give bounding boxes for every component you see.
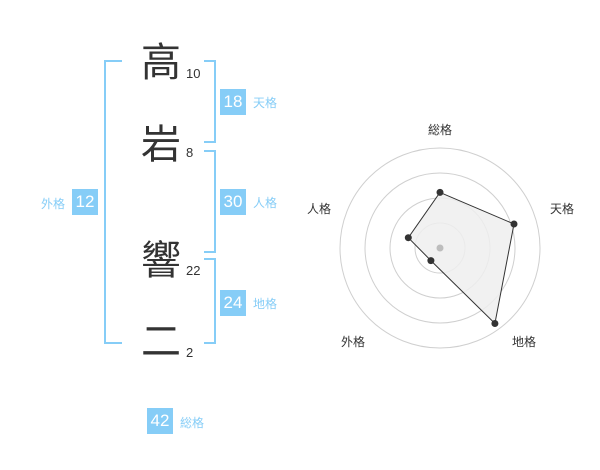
gaikaku-bracket	[104, 60, 122, 344]
chikaku-value-badge: 24	[220, 290, 246, 316]
radar-point-3	[491, 320, 499, 327]
gaikaku-label: 外格	[41, 197, 66, 211]
chikaku-label: 地格	[253, 297, 278, 311]
stroke-count-2: 8	[186, 145, 194, 160]
stroke-count-3: 22	[186, 263, 201, 278]
radar-point-1	[436, 188, 444, 196]
gaikaku-value-badge: 12	[72, 189, 98, 215]
name-char-1: 高	[141, 40, 181, 86]
name-char-4: 二	[141, 319, 181, 365]
radar-center-dot	[436, 244, 444, 252]
radar-grid-ring-4	[339, 147, 541, 349]
radar-axis-label-gaikaku: 外格	[341, 335, 366, 349]
name-char-3: 響	[141, 238, 181, 284]
stroke-count-4: 2	[186, 345, 194, 360]
radar-axis-label-soukaku: 総格	[428, 123, 453, 137]
chikaku-bracket	[204, 258, 216, 344]
radar-axis-label-tenkaku: 天格	[550, 202, 575, 216]
radar-point-4	[427, 257, 435, 265]
radar-series-area	[407, 191, 515, 325]
radar-grid-ring-3	[364, 172, 516, 324]
jinkaku-value-badge: 30	[220, 189, 246, 215]
jinkaku-bracket	[204, 150, 216, 253]
radar-point-2	[510, 220, 518, 228]
name-char-2: 岩	[141, 122, 181, 168]
tenkaku-bracket	[204, 60, 216, 143]
stroke-count-1: 10	[186, 66, 201, 81]
jinkaku-label: 人格	[253, 196, 278, 210]
radar-point-5	[404, 234, 412, 242]
radar-axis-label-jinkaku: 人格	[307, 202, 332, 216]
radar-axis-label-chikaku: 地格	[512, 335, 537, 349]
soukaku-value-badge: 42	[147, 408, 173, 434]
tenkaku-label: 天格	[253, 96, 278, 110]
tenkaku-value-badge: 18	[220, 89, 246, 115]
soukaku-label: 総格	[180, 416, 205, 430]
